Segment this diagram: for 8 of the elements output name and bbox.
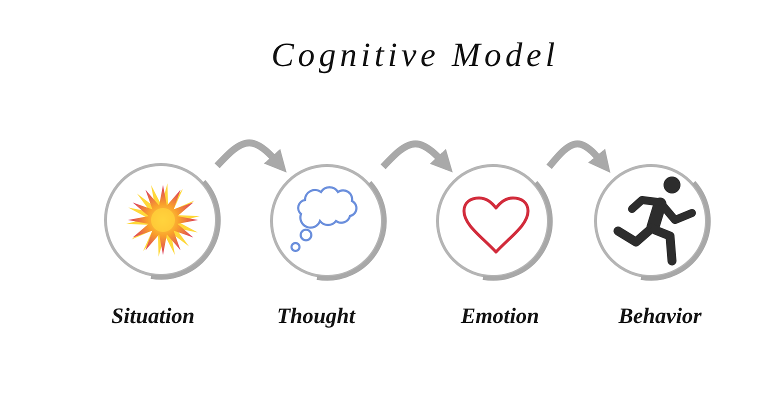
diagram-title: Cognitive Model bbox=[271, 36, 559, 76]
step-label: Emotion bbox=[460, 303, 540, 329]
curved-arrow bbox=[546, 140, 610, 173]
step-label: Thought bbox=[276, 303, 356, 329]
curved-arrow bbox=[214, 139, 287, 173]
step-label: Behavior bbox=[618, 303, 702, 329]
curved-arrow bbox=[380, 140, 453, 173]
step-label: Situation bbox=[111, 303, 195, 329]
